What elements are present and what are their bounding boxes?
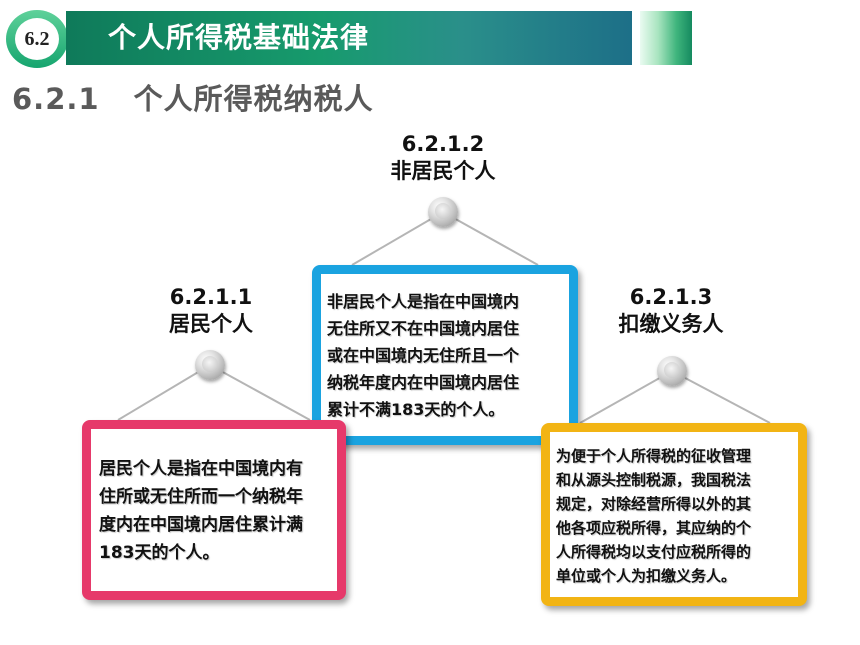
section-badge-inner: 6.2 xyxy=(15,18,59,60)
connector-line xyxy=(671,370,771,424)
node-title: 扣缴义务人 xyxy=(618,312,724,336)
card-nonresident: 非居民个人是指在中国境内 无住所又不在中国境内居住 或在中国境内无住所且一个 纳… xyxy=(312,265,578,445)
header-decor-stripe xyxy=(640,11,692,65)
connector-line xyxy=(351,211,444,266)
connector-line xyxy=(117,364,211,421)
header-title: 个人所得税基础法律 xyxy=(108,21,370,54)
node-title: 居民个人 xyxy=(169,312,253,336)
header-bar: 个人所得税基础法律 xyxy=(66,11,632,65)
section-number: 6.2.1 xyxy=(12,82,100,116)
card-text: 非居民个人是指在中国境内 无住所又不在中国境内居住 或在中国境内无住所且一个 纳… xyxy=(327,292,520,419)
node-label-withholding: 6.2.1.3 扣缴义务人 xyxy=(581,284,761,338)
card-text: 为便于个人所得税的征收管理 和从源头控制税源，我国税法 规定，对除经营所得以外的… xyxy=(556,447,752,585)
connector-ball-icon xyxy=(428,197,458,227)
node-number: 6.2.1.3 xyxy=(629,285,713,309)
connector-ball-icon xyxy=(657,356,687,386)
section-badge-number: 6.2 xyxy=(24,27,50,50)
node-label-nonresident: 6.2.1.2 非居民个人 xyxy=(353,131,533,185)
connector-line xyxy=(579,370,673,424)
connector-ball-icon xyxy=(195,350,225,380)
connector-line xyxy=(442,211,539,266)
card-text: 居民个人是指在中国境内有 住所或无住所而一个纳税年 度内在中国境内居住累计满 1… xyxy=(99,459,303,563)
node-title: 非居民个人 xyxy=(390,159,496,183)
node-label-resident: 6.2.1.1 居民个人 xyxy=(121,284,301,338)
connector-line xyxy=(209,364,311,421)
card-resident: 居民个人是指在中国境内有 住所或无住所而一个纳税年 度内在中国境内居住累计满 1… xyxy=(82,420,346,600)
node-number: 6.2.1.1 xyxy=(169,285,253,309)
node-number: 6.2.1.2 xyxy=(401,132,485,156)
section-heading: 个人所得税纳税人 xyxy=(133,82,374,116)
section-title: 6.2.1 个人所得税纳税人 xyxy=(12,76,374,118)
card-withholding: 为便于个人所得税的征收管理 和从源头控制税源，我国税法 规定，对除经营所得以外的… xyxy=(541,423,807,606)
section-badge: 6.2 xyxy=(6,10,68,68)
